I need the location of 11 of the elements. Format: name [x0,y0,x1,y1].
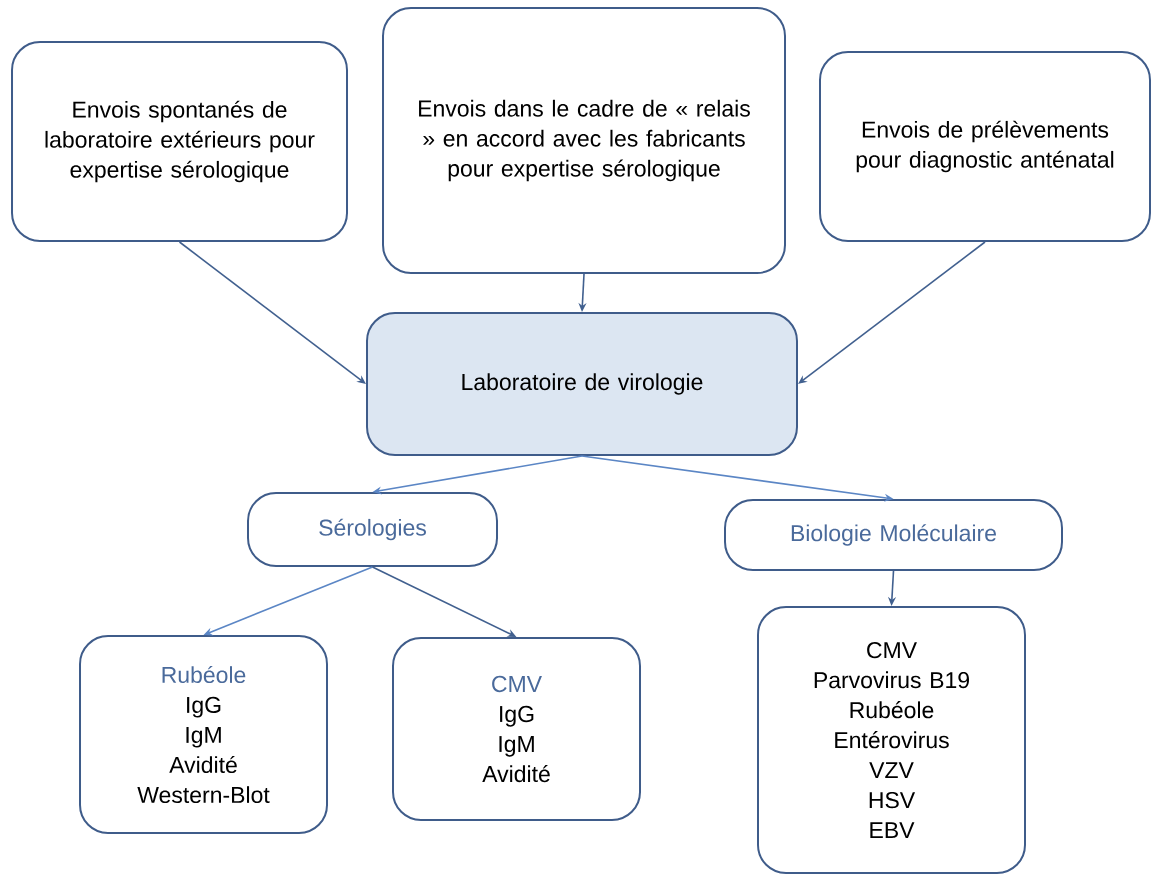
arrow [798,241,986,384]
text-box: Envois spontanés de laboratoire extérieurs pour expertise sérologique [11,41,348,242]
text-box: CMV Parvovirus B19 Rubéole Entérovirus VZV HSV EBV [757,606,1026,874]
text-box: Biologie Moléculaire [724,499,1063,571]
text-box: CMV IgG IgM Avidité [392,637,641,821]
text-box: Laboratoire de virologie [366,312,798,456]
text-box: Rubéole IgG IgM Avidité Western-Blot [79,635,328,834]
arrow [178,241,366,384]
text-box: Envois dans le cadre de « relais » en accord avec les fabricants pour expertise sérologique [382,7,786,274]
text-box: Sérologies [247,492,498,567]
text-box: Envois de prélèvements pour diagnostic anténatal [819,51,1151,242]
